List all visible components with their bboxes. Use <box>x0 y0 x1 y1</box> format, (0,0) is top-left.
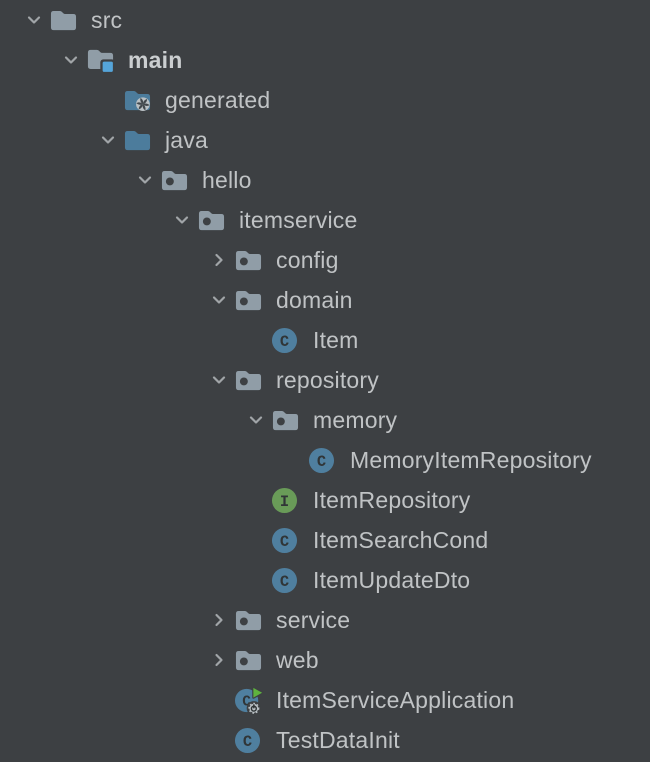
class-icon <box>271 520 305 560</box>
twisty-spacer <box>93 80 123 120</box>
twisty-spacer <box>204 680 234 720</box>
twisty-spacer <box>241 480 271 520</box>
package-icon <box>234 360 268 400</box>
tree-row-config[interactable]: config <box>0 240 650 280</box>
tree-row-itemrepository[interactable]: ItemRepository <box>0 480 650 520</box>
chevron-down-icon[interactable] <box>241 400 271 440</box>
class-icon <box>271 560 305 600</box>
package-icon <box>160 160 194 200</box>
tree-row-itemservice[interactable]: itemservice <box>0 200 650 240</box>
tree-row-item[interactable]: Item <box>0 320 650 360</box>
tree-item-label: memory <box>313 406 398 433</box>
class-icon <box>271 320 305 360</box>
chevron-down-icon[interactable] <box>93 120 123 160</box>
tree-item-label: itemservice <box>239 206 358 233</box>
twisty-spacer <box>241 520 271 560</box>
tree-item-label: config <box>276 246 339 273</box>
tree-row-memory[interactable]: memory <box>0 400 650 440</box>
package-icon <box>271 400 305 440</box>
tree-item-label: main <box>128 46 183 73</box>
tree-row-itemupdatedto[interactable]: ItemUpdateDto <box>0 560 650 600</box>
class-icon <box>234 720 268 760</box>
source-folder-icon <box>123 120 157 160</box>
chevron-down-icon[interactable] <box>56 40 86 80</box>
package-icon <box>197 200 231 240</box>
tree-row-testdatainit[interactable]: TestDataInit <box>0 720 650 760</box>
tree-row-src[interactable]: src <box>0 0 650 40</box>
tree-item-label: generated <box>165 86 271 113</box>
class-icon <box>308 440 342 480</box>
tree-item-label: repository <box>276 366 379 393</box>
tree-row-web[interactable]: web <box>0 640 650 680</box>
tree-item-label: Item <box>313 326 359 353</box>
tree-item-label: ItemRepository <box>313 486 471 513</box>
tree-item-label: MemoryItemRepository <box>350 446 592 473</box>
twisty-spacer <box>241 560 271 600</box>
runnable-class-icon <box>234 680 268 720</box>
package-icon <box>234 640 268 680</box>
tree-row-repository[interactable]: repository <box>0 360 650 400</box>
package-icon <box>234 280 268 320</box>
chevron-right-icon[interactable] <box>204 640 234 680</box>
chevron-down-icon[interactable] <box>167 200 197 240</box>
tree-item-label: domain <box>276 286 353 313</box>
tree-item-label: hello <box>202 166 252 193</box>
tree-item-label: ItemServiceApplication <box>276 686 515 713</box>
twisty-spacer <box>278 440 308 480</box>
tree-row-service[interactable]: service <box>0 600 650 640</box>
tree-item-label: service <box>276 606 351 633</box>
tree-item-label: src <box>91 6 123 33</box>
twisty-spacer <box>204 720 234 760</box>
tree-row-memoryitemrepository[interactable]: MemoryItemRepository <box>0 440 650 480</box>
tree-row-hello[interactable]: hello <box>0 160 650 200</box>
tree-row-domain[interactable]: domain <box>0 280 650 320</box>
package-icon <box>234 240 268 280</box>
tree-item-label: java <box>165 126 208 153</box>
package-icon <box>234 600 268 640</box>
tree-item-label: ItemSearchCond <box>313 526 489 553</box>
chevron-down-icon[interactable] <box>204 360 234 400</box>
chevron-right-icon[interactable] <box>204 240 234 280</box>
generated-sources-folder-icon <box>123 80 157 120</box>
folder-icon <box>49 0 83 40</box>
sources-root-folder-icon <box>86 40 120 80</box>
twisty-spacer <box>241 320 271 360</box>
chevron-down-icon[interactable] <box>130 160 160 200</box>
tree-row-itemsearchcond[interactable]: ItemSearchCond <box>0 520 650 560</box>
tree-row-main[interactable]: main <box>0 40 650 80</box>
tree-item-label: ItemUpdateDto <box>313 566 471 593</box>
tree-row-generated[interactable]: generated <box>0 80 650 120</box>
chevron-down-icon[interactable] <box>204 280 234 320</box>
tree-row-java[interactable]: java <box>0 120 650 160</box>
chevron-down-icon[interactable] <box>19 0 49 40</box>
tree-item-label: web <box>276 646 319 673</box>
chevron-right-icon[interactable] <box>204 600 234 640</box>
tree-row-itemserviceapplication[interactable]: ItemServiceApplication <box>0 680 650 720</box>
interface-icon <box>271 480 305 520</box>
tree-item-label: TestDataInit <box>276 726 400 753</box>
